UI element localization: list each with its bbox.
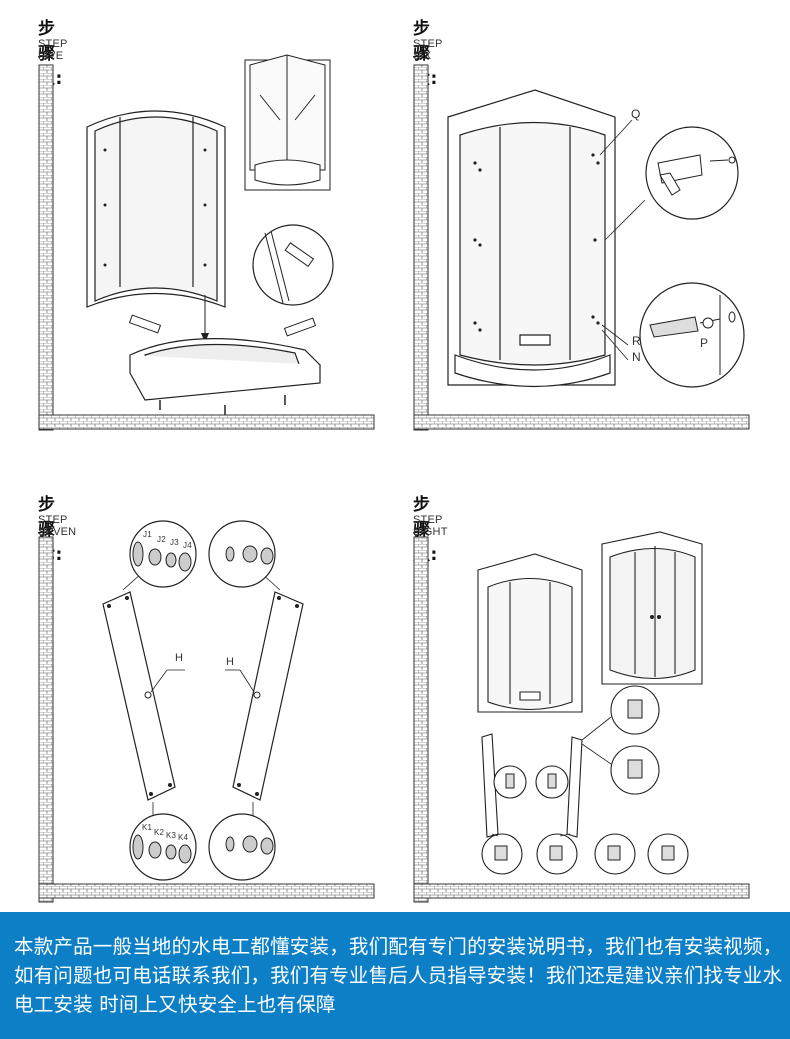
footer-text: 本款产品一般当地的水电工都懂安装，我们配有专门的安装说明书，我们也有安装视频，如… (14, 935, 783, 1016)
step-seven-diagram (38, 520, 375, 903)
label-j3: J3 (170, 538, 179, 547)
label-p: P (700, 336, 709, 350)
label-k2: K2 (154, 828, 165, 837)
label-n: N (632, 350, 641, 364)
label-q: Q (631, 107, 641, 121)
label-k1: K1 (142, 823, 153, 832)
step-five-subtitle: STEP FIVE (38, 38, 68, 62)
step-six-diagram (413, 64, 750, 431)
label-r: R (632, 334, 641, 348)
label-k4: K4 (178, 833, 189, 842)
step-seven-subtitle: STEP SEVEN (38, 514, 77, 538)
step-five-diagram (38, 54, 375, 431)
label-j1: J1 (143, 530, 152, 539)
footer-banner: 本款产品一般当地的水电工都懂安装，我们配有专门的安装说明书，我们也有安装视频，如… (0, 912, 790, 1039)
label-j4: J4 (183, 541, 192, 550)
step-six-subtitle: STEP SIX (413, 38, 443, 62)
label-k3: K3 (166, 831, 177, 840)
label-h-left: H (175, 652, 184, 664)
step-eight-diagram (413, 531, 750, 903)
label-j2: J2 (157, 535, 166, 544)
label-h-right: H (226, 656, 235, 668)
step-eight-subtitle: STEP EIGHT (413, 514, 448, 538)
